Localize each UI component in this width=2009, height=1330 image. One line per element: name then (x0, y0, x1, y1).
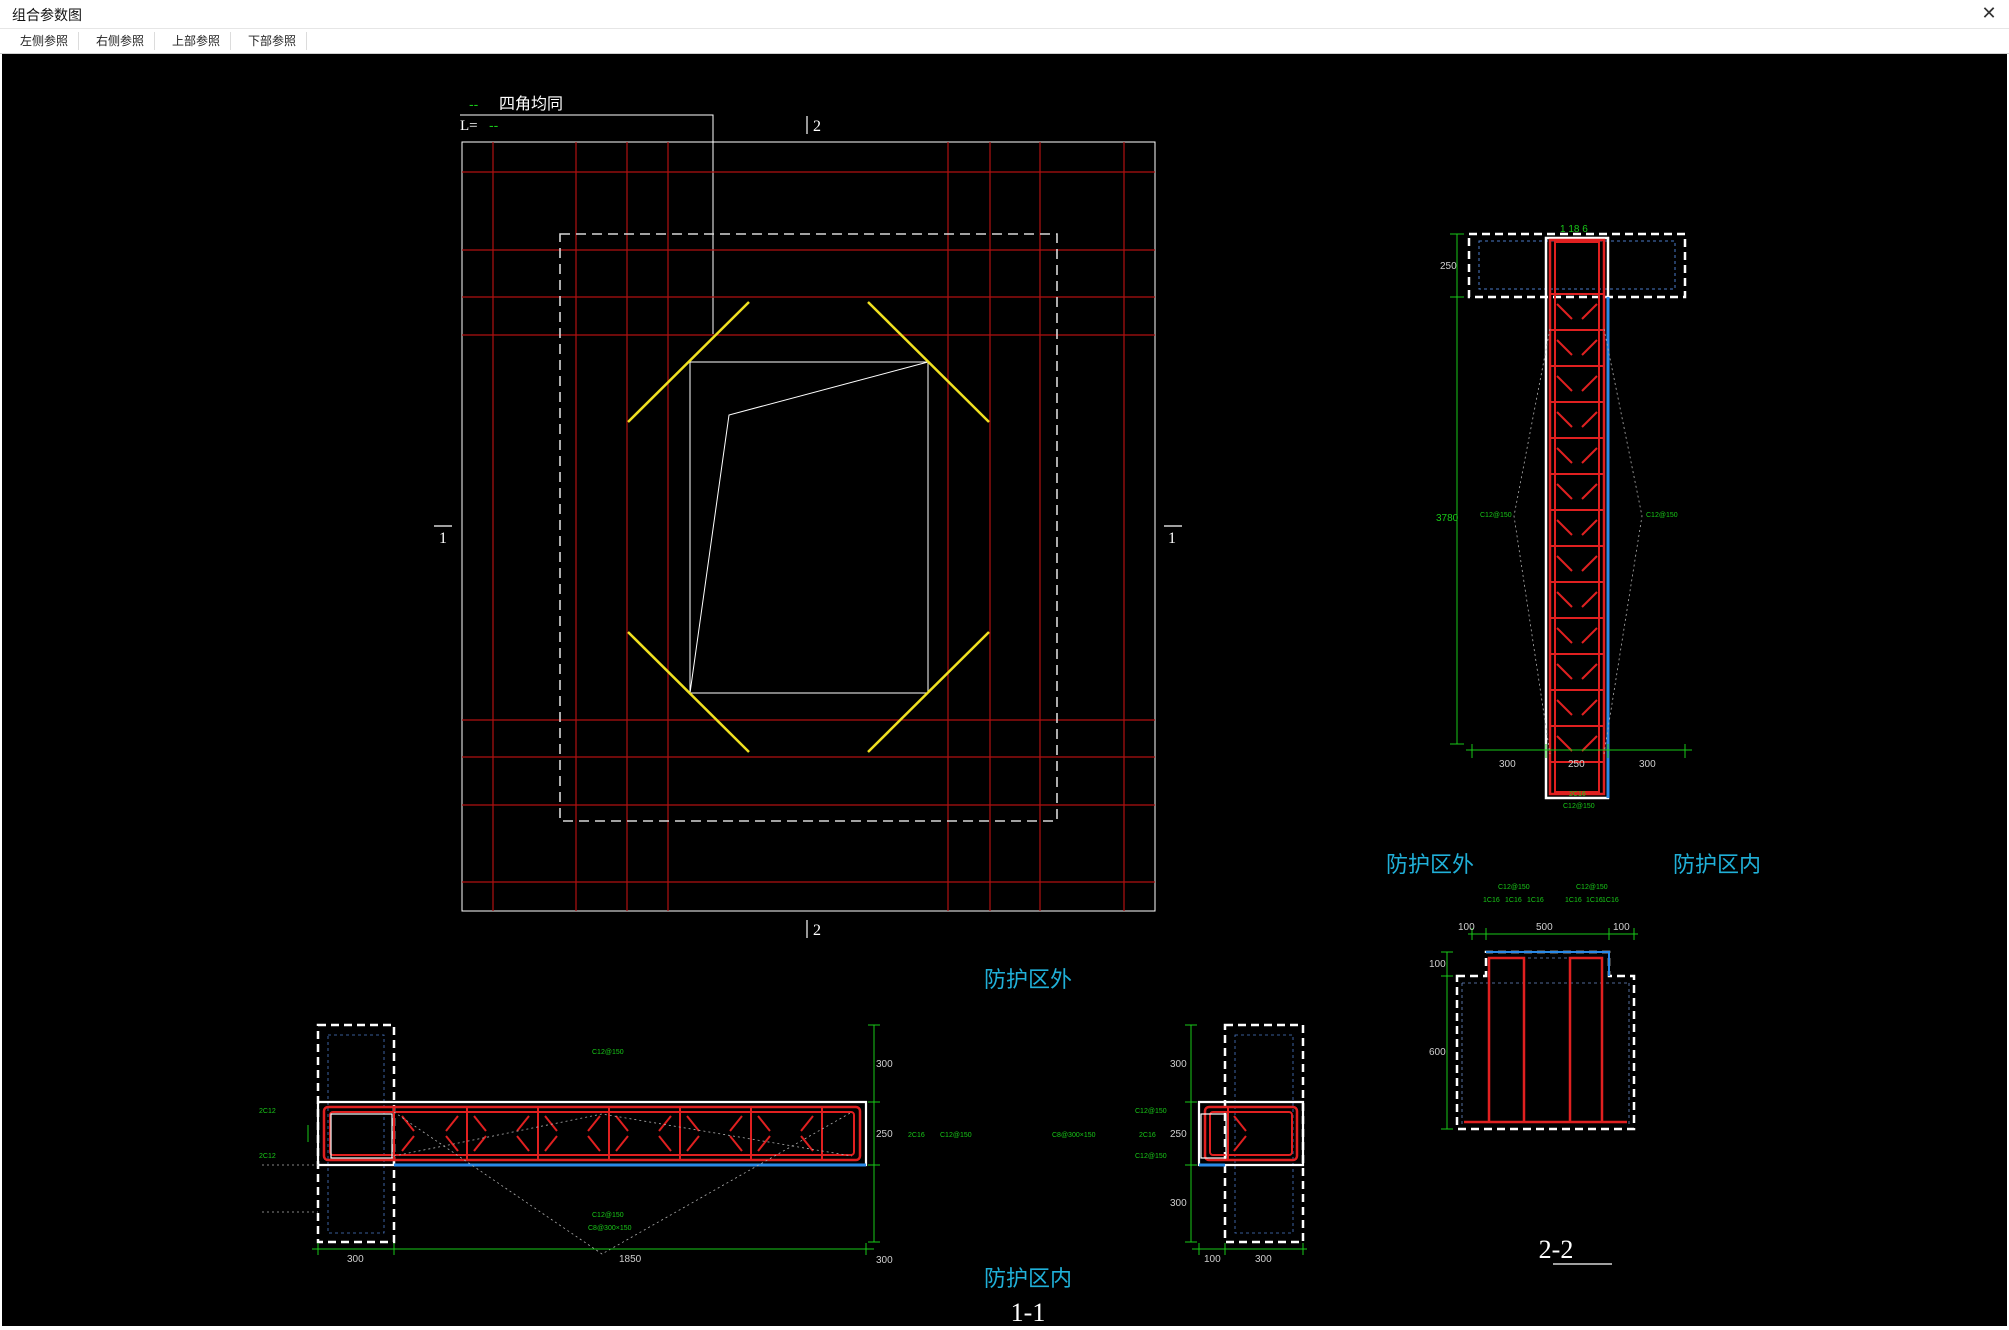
plan-opening (689, 361, 929, 694)
elevation-bottom-note2: C12@150 (1563, 803, 1595, 810)
section22-bar-note5: 1C16 (1586, 897, 1603, 904)
section11-right-note: C12@150 (940, 1132, 972, 1139)
section11b-left-note1: C12@150 (1135, 1108, 1167, 1115)
elevation-dim-top: 250 (1440, 261, 1457, 272)
section11b-dim-v-bot: 300 (1170, 1198, 1187, 1209)
section11-dim-v-top: 300 (876, 1059, 893, 1070)
plan-note-text: 四角均同 (499, 95, 563, 113)
elevation-dim-bottom-right: 300 (1639, 759, 1656, 770)
window-title: 组合参数图 (12, 8, 82, 24)
top-reference-button[interactable]: 上部参照 (162, 32, 232, 50)
section-mark-2-top: 2 (813, 118, 821, 135)
elevation-bottom-note1: 2C16 (1569, 791, 1586, 798)
section22-dim-left: 100 (1458, 922, 1475, 933)
elevation-dim-height: 3780 (1436, 513, 1459, 524)
toolbar: 左侧参照 右侧参照 上部参照 下部参照 (0, 29, 2009, 54)
section11b-left-note-bar: 2C16 (1139, 1132, 1156, 1139)
section11-title: 1-1 (1011, 1298, 1046, 1326)
drawing-canvas[interactable]: -- 四角均同 L= -- (2, 54, 2007, 1327)
section22-dim-mid: 500 (1536, 922, 1553, 933)
plan-note-line1-dash: -- (469, 96, 479, 112)
elevation-dim-bottom-left: 300 (1499, 759, 1516, 770)
plan-note-l-value: -- (489, 117, 499, 133)
section11-ties (393, 1107, 823, 1160)
section11b-dim-h1: 100 (1204, 1254, 1221, 1265)
right-reference-button[interactable]: 右侧参照 (86, 32, 156, 50)
section11-dim-v-mid: 250 (876, 1129, 893, 1140)
section-mark-1-right: 1 (1168, 530, 1176, 547)
section11b-dim-h2: 300 (1255, 1254, 1272, 1265)
section22-top-note1: C12@150 (1498, 884, 1530, 891)
right-elevation: 1 18 6 250 3780 C12@150 C12@150 300 250 … (1436, 224, 1692, 810)
section22-bar-note3: 1C16 (1527, 897, 1544, 904)
section-1-1: 防护区外 防护区内 1-1 (259, 967, 1307, 1327)
section11-dim-h-left: 300 (347, 1254, 364, 1265)
section11-bottom-note1: C12@150 (592, 1212, 624, 1219)
section11b-dim-v-mid: 250 (1170, 1129, 1187, 1140)
left-reference-button[interactable]: 左侧参照 (10, 32, 80, 50)
section11-label-inside: 防护区内 (984, 1266, 1072, 1291)
section11-dim-h-main: 1850 (619, 1254, 642, 1265)
section11b-left-note-mid: C8@300×150 (1052, 1132, 1096, 1139)
section11-dim-v-bot: 300 (876, 1255, 893, 1266)
section22-dim-v1: 100 (1429, 959, 1446, 970)
elevation-top-label: 1 18 6 (1560, 224, 1588, 235)
section22-label-outside: 防护区外 (1386, 852, 1474, 877)
plan-opening-diagonal (689, 361, 929, 694)
elevation-dim-bottom-mid: 250 (1568, 759, 1585, 770)
window-titlebar: 组合参数图 ✕ (0, 0, 2009, 29)
plan-note-l-prefix: L= (460, 118, 478, 134)
close-icon[interactable]: ✕ (1981, 3, 1997, 24)
section22-bar-note2: 1C16 (1505, 897, 1522, 904)
plan-view: -- 四角均同 L= -- (434, 95, 1182, 939)
plan-note-leader (460, 114, 714, 334)
plan-grid-horizontal (462, 171, 1155, 883)
section22-bar-note6: 1C16 (1602, 897, 1619, 904)
plan-grid-vertical (492, 142, 1125, 911)
section11b-dim-v-top: 300 (1170, 1059, 1187, 1070)
section11-label-outside: 防护区外 (984, 967, 1072, 992)
section22-bar-note4: 1C16 (1565, 897, 1582, 904)
section22-dim-v2: 600 (1429, 1047, 1446, 1058)
cad-drawing: -- 四角均同 L= -- (259, 95, 1761, 1327)
section11b-left-note2: C12@150 (1135, 1153, 1167, 1160)
elevation-rebar-right: C12@150 (1646, 512, 1678, 519)
section11-top-note: C12@150 (592, 1049, 624, 1056)
section22-title: 2-2 (1539, 1235, 1574, 1264)
section11-right-note-bar: 2C16 (908, 1132, 925, 1139)
bottom-reference-button[interactable]: 下部参照 (238, 32, 308, 50)
plan-outer-border (461, 141, 1156, 912)
plan-wall-dashed (559, 233, 1058, 822)
section22-dim-right: 100 (1613, 922, 1630, 933)
elevation-ties (1550, 293, 1604, 763)
section22-label-inside: 防护区内 (1673, 852, 1761, 877)
elevation-rebar-left: C12@150 (1480, 512, 1512, 519)
section11-left-note2: 2C12 (259, 1153, 276, 1160)
section-mark-2-bottom: 2 (813, 922, 821, 939)
section22-top-note2: C12@150 (1576, 884, 1608, 891)
section-2-2: 防护区外 防护区内 C12@150 C12@150 1C16 (1386, 852, 1761, 1265)
plan-corner-bars (627, 301, 990, 753)
section11-left-note1: 2C12 (259, 1108, 276, 1115)
section-mark-1-left: 1 (439, 530, 447, 547)
section22-bar-note1: 1C16 (1483, 897, 1500, 904)
section11-bottom-note2: C8@300×150 (588, 1225, 632, 1232)
